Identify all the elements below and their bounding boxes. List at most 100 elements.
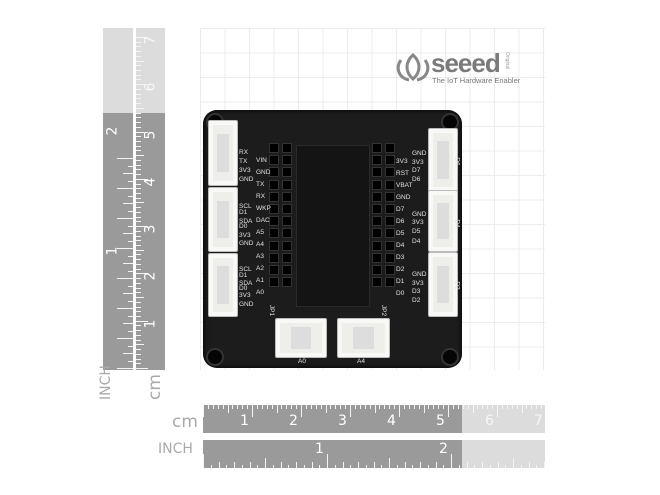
ruler-cm-label: 7 (142, 35, 159, 45)
ruler-tick (350, 405, 351, 417)
brand-tagline: The IoT Hardware Enabler (432, 76, 521, 85)
ruler-tick (136, 112, 141, 114)
ruler-tick (271, 405, 273, 409)
ruler-tick (136, 36, 148, 38)
mount-hole (441, 348, 459, 366)
pin-label: DAC (256, 217, 270, 224)
ruler-tick (301, 405, 302, 417)
ruler-tick (457, 405, 459, 409)
ruler-tick (136, 249, 144, 251)
ruler-tick (136, 79, 141, 81)
connector-label: D6 (453, 157, 461, 166)
ruler-tick (276, 405, 278, 413)
ruler-tick (428, 405, 430, 409)
ruler-tick (373, 462, 375, 468)
grove-connector-d6 (428, 128, 458, 192)
ruler-tick (384, 405, 386, 409)
pin-label: RX (256, 193, 266, 200)
grove-connector-a4 (337, 318, 390, 358)
ruler-tick (281, 405, 283, 409)
pin-label: D1 (239, 272, 248, 279)
ruler-tick (399, 405, 400, 417)
ruler-cm-label: 1 (240, 413, 249, 429)
grove-connector-uart (208, 120, 238, 186)
ruler-tick (136, 358, 141, 360)
ruler-inch-label: 1 (315, 441, 324, 457)
header-pin (372, 240, 382, 251)
pin-label: GND (239, 240, 254, 247)
pin-label: D6 (396, 218, 405, 225)
pin-label: 3V3 (412, 219, 424, 226)
pin-label: D0 (396, 290, 405, 297)
header-pin (282, 155, 292, 166)
ruler-tick (128, 255, 133, 257)
header-pin (385, 155, 395, 166)
header-pin (372, 155, 382, 166)
ruler-tick (435, 462, 437, 468)
ruler-tick (136, 330, 141, 332)
ruler-tick (117, 218, 133, 219)
ruler-tick (136, 192, 141, 194)
connector-label: A0 (298, 358, 306, 365)
ruler-tick (272, 465, 274, 468)
ruler-tick (261, 405, 263, 409)
ruler-tick (136, 325, 141, 327)
ruler-tick (136, 339, 141, 341)
ruler-tick (266, 405, 268, 409)
header-pin (372, 179, 382, 190)
ruler-tick (123, 173, 133, 174)
ruler-tick (136, 174, 141, 176)
pin-label: D3 (396, 254, 405, 261)
jumper-label: JP1 (268, 304, 276, 317)
module-socket (296, 145, 370, 307)
header-pin (282, 265, 292, 275)
ruler-tick (374, 405, 376, 413)
ruler-tick (474, 465, 476, 468)
ruler-tick (117, 368, 133, 369)
pin-label: 3V3 (396, 158, 408, 165)
grove-connector-a0 (275, 318, 327, 358)
ruler-tick (136, 230, 141, 232)
ruler-tick (128, 240, 133, 242)
ruler-tick (128, 210, 133, 212)
pin-label: RX (239, 149, 249, 156)
header-pin (372, 191, 382, 202)
ruler-tick (128, 330, 133, 332)
ruler-tick (438, 405, 440, 409)
ruler-tick (136, 297, 144, 299)
header-pin (372, 252, 382, 263)
ruler-tick (506, 405, 508, 409)
ruler-tick (136, 235, 141, 237)
ruler-tick (136, 240, 141, 242)
ruler-tick (136, 245, 141, 247)
header-pin (282, 216, 292, 227)
header-pin (372, 265, 382, 275)
brand-name: seeed (431, 48, 501, 78)
ruler-tick (482, 405, 484, 409)
pin-label: RST (396, 170, 409, 177)
ruler-tick (413, 405, 415, 409)
ruler-tick (226, 465, 228, 468)
ruler-tick (136, 41, 141, 43)
ruler-tick (136, 183, 141, 185)
ruler-tick (249, 462, 251, 468)
ruler-cm-label: 3 (338, 413, 347, 429)
ruler-tick (136, 211, 141, 213)
ruler-tick (136, 55, 141, 57)
ruler-tick (117, 248, 133, 249)
ruler-tick (335, 405, 337, 409)
ruler-tick (497, 462, 499, 468)
pin-label: GND (412, 211, 427, 218)
pin-label: A4 (256, 241, 264, 248)
ruler-tick (136, 334, 141, 336)
ruler-tick (123, 293, 133, 294)
inch-ruler-dark (103, 113, 133, 370)
inch-ruler-light (462, 440, 545, 468)
ruler-tick (136, 263, 141, 265)
pin-label: D5 (396, 230, 405, 237)
ruler-tick (257, 465, 259, 468)
ruler-tick (136, 84, 148, 86)
ruler-inch-label: 1 (104, 246, 121, 256)
header-pin (282, 277, 292, 288)
